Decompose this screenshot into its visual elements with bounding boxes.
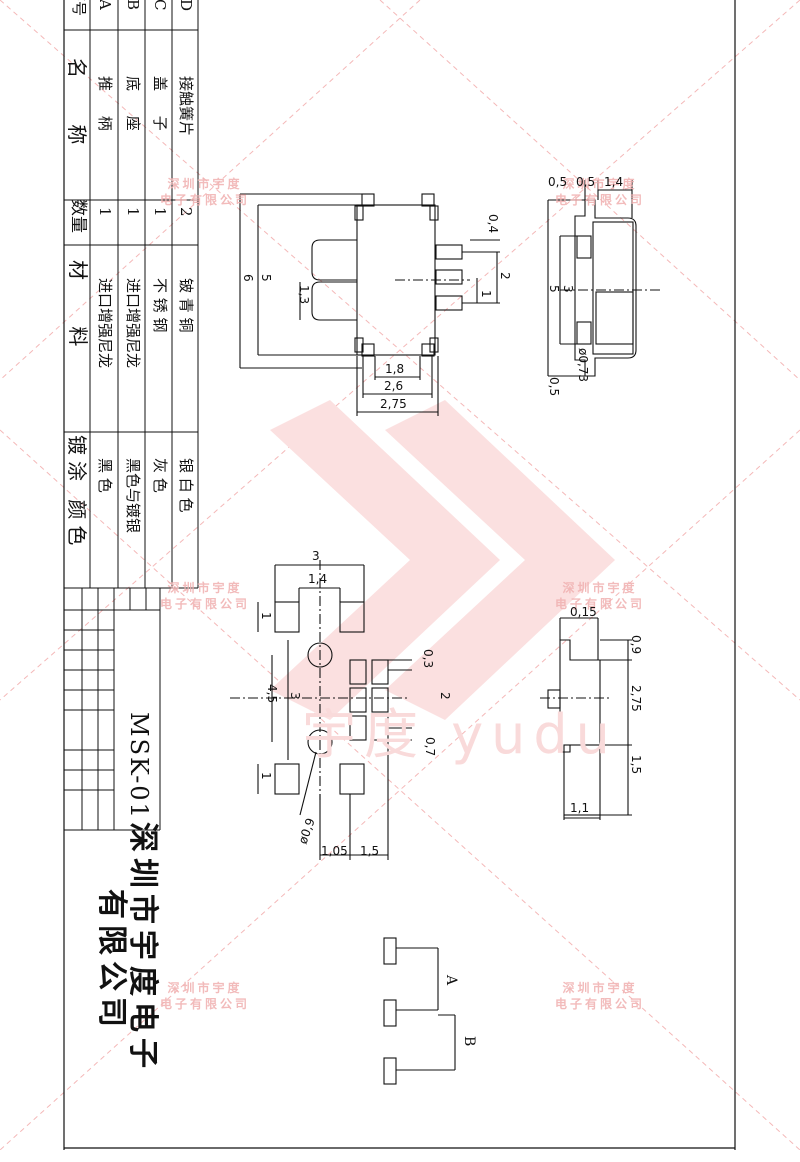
dim-label: 6 <box>241 274 255 282</box>
dim-label: 5 <box>547 285 561 293</box>
dim-label: 1,4 <box>604 175 624 189</box>
watermark-line2: 电子有限公司 <box>159 193 250 207</box>
dim-label: 1,3 <box>297 285 311 305</box>
dim-label: 3 <box>561 285 575 293</box>
watermark-line2: 电子有限公司 <box>554 597 645 611</box>
dim-label: 0,5 <box>548 175 568 189</box>
dim-label: 0,4 <box>486 214 500 234</box>
top-view-drawing <box>239 193 500 416</box>
watermark-line1: 深圳市宇度 <box>167 981 243 995</box>
dim-label: 3 <box>312 549 320 563</box>
dim-label: 0,5 <box>547 377 561 397</box>
watermark-line1: 深圳市宇度 <box>562 177 638 191</box>
bom-table-grid <box>63 0 199 831</box>
dim-label: 3 <box>288 692 302 700</box>
bom-cell-qty: 1 <box>96 207 114 217</box>
watermark-line1: 深圳市宇度 <box>562 581 638 595</box>
bom-cell-name: 推 柄 <box>96 76 114 141</box>
dim-label: 1,1 <box>570 801 590 815</box>
schematic-label-b: B <box>461 1036 477 1047</box>
bom-cell-qty: 2 <box>177 207 195 217</box>
dim-label: 1 <box>479 290 493 298</box>
bom-cell-index: C <box>151 0 169 11</box>
dim-label: 2,75 <box>629 685 643 712</box>
watermark-line2: 电子有限公司 <box>554 997 645 1011</box>
bom-cell-index: A <box>96 0 114 10</box>
bom-cell-name: 盖 子 <box>151 76 169 141</box>
bom-header-coating: 镀涂 颜色 <box>65 435 89 552</box>
watermark-line1: 深圳市宇度 <box>167 177 243 191</box>
dim-label: 2,6 <box>384 379 404 393</box>
watermark-text: 深圳市宇度 电子有限公司 <box>545 980 655 1012</box>
bom-cell-coating: 灰 色 <box>151 458 169 493</box>
pcb-layout-drawing <box>230 560 412 860</box>
company-name-line2: 有限公司 <box>94 889 129 1033</box>
bom-cell-coating: 黑 色 <box>96 458 114 493</box>
watermark-text: 深圳市宇度 电子有限公司 <box>545 176 655 208</box>
dim-label: 1,8 <box>385 362 405 376</box>
bom-cell-index: D <box>177 0 195 12</box>
watermark-brand: 宇度 yudu <box>302 703 618 766</box>
bom-header-index: 序号 <box>70 0 88 17</box>
bom-cell-coating: 银 白 色 <box>177 458 195 513</box>
bom-cell-material: 铍 青 铜 <box>177 278 195 333</box>
dim-label: 1,5 <box>360 844 380 858</box>
bom-cell-material: 不 锈 钢 <box>151 278 169 333</box>
end-view-drawing <box>540 617 632 820</box>
dim-label: 2,75 <box>380 397 407 411</box>
schematic-label-a: A <box>443 975 459 986</box>
watermark-text: 深圳市宇度 电子有限公司 <box>150 980 260 1012</box>
dim-label: 5 <box>259 274 273 282</box>
watermark-line2: 电子有限公司 <box>159 597 250 611</box>
bom-header-qty: 数量 <box>68 199 88 233</box>
dim-label: 1,05 <box>321 844 348 858</box>
bom-cell-name: 底 座 <box>124 76 142 141</box>
dim-label: 0,5 <box>576 175 596 189</box>
bom-cell-qty: 1 <box>124 207 142 217</box>
watermark-line2: 电子有限公司 <box>554 193 645 207</box>
dim-label: 2 <box>438 692 452 700</box>
watermark-line1: 深圳市宇度 <box>562 981 638 995</box>
side-view-drawing <box>547 180 660 377</box>
model-number: MSK-01 <box>125 712 153 820</box>
watermark-chevrons <box>270 400 615 720</box>
dim-label: 1 <box>259 612 273 620</box>
watermark-line2: 电子有限公司 <box>159 997 250 1011</box>
dim-label: ø0,73 <box>576 348 590 383</box>
bom-cell-name: 接触簧片 <box>177 76 195 137</box>
bom-cell-material: 进口增强尼龙 <box>96 278 114 369</box>
watermark-text: 深圳市宇度 电子有限公司 <box>150 176 260 208</box>
dim-label: 1 <box>259 772 273 780</box>
dim-label: 1,4 <box>308 572 328 586</box>
bom-header-name: 名 称 <box>65 58 89 165</box>
schematic-drawing <box>383 937 456 1085</box>
dim-label: 1,5 <box>629 755 643 775</box>
bom-cell-index: B <box>124 0 142 11</box>
watermark-text: 深圳市宇度 电子有限公司 <box>545 580 655 612</box>
dim-label: 0,15 <box>570 605 597 619</box>
watermark-line1: 深圳市宇度 <box>167 581 243 595</box>
bom-cell-coating: 黑色与镀银 <box>124 458 142 534</box>
bom-header-material: 材 料 <box>66 260 90 367</box>
dim-label: 2 <box>498 272 512 280</box>
watermark-text: 深圳市宇度 电子有限公司 <box>150 580 260 612</box>
dim-label: 0,9 <box>629 635 643 655</box>
dim-label: 4,5 <box>265 684 279 704</box>
bom-cell-material: 进口增强尼龙 <box>124 278 142 369</box>
dim-label: 0,3 <box>421 649 435 669</box>
bom-cell-qty: 1 <box>151 207 169 217</box>
dim-label: 0,7 <box>423 737 437 757</box>
